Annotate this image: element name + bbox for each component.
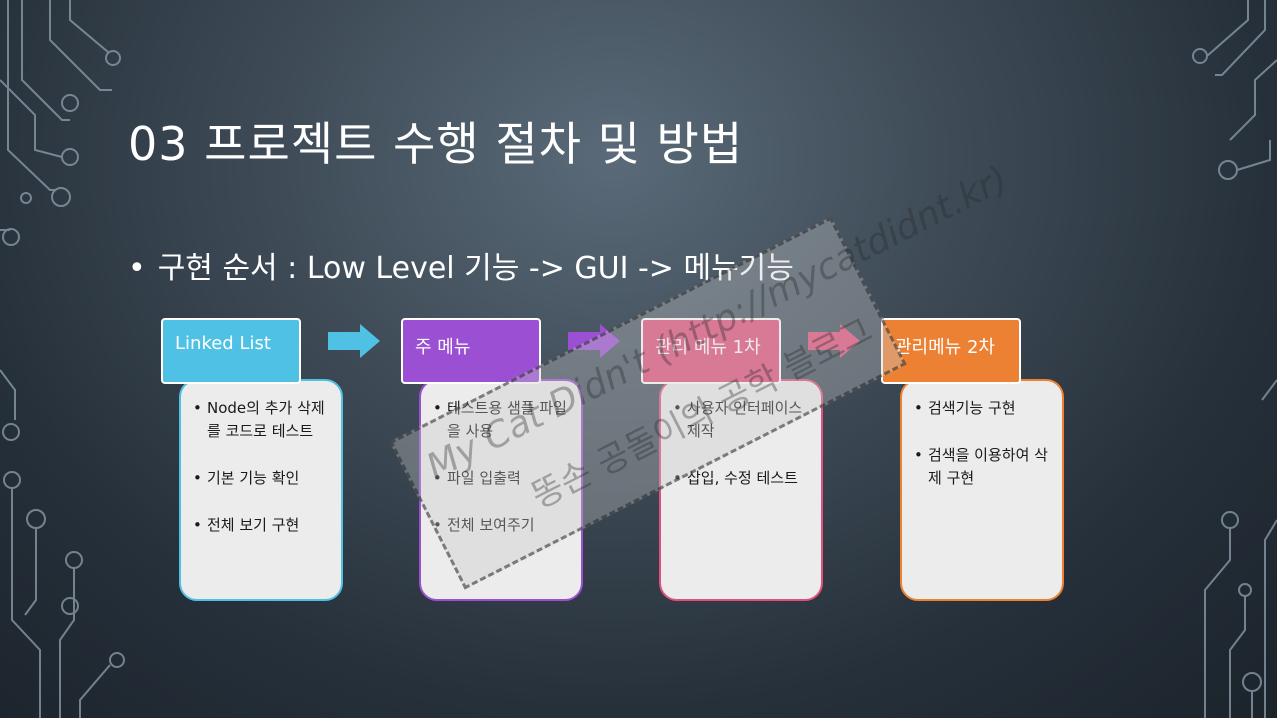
bullet-text: 구현 순서 : Low Level 기능 -> GUI -> 메뉴기능 [157,251,794,286]
step-1-header: Linked List [161,318,301,384]
step-1-detail: Node의 추가 삭제를 코드로 테스트 기본 기능 확인 전체 보기 구현 [179,379,343,601]
list-item: 검색을 이용하여 삭제 구현 [912,444,1054,490]
list-item: 기본 기능 확인 [191,467,333,490]
list-item: 검색기능 구현 [912,397,1054,420]
flow-arrow-2 [568,324,620,358]
step-4-header: 관리메뉴 2차 [881,318,1021,384]
list-item: 테스트용 샘플 파일을 사용 [431,397,573,443]
list-item: 전체 보여주기 [431,514,573,537]
list-item: 전체 보기 구현 [191,514,333,537]
step-4-detail: 검색기능 구현 검색을 이용하여 삭제 구현 [900,379,1064,601]
step-1-label: Linked List [175,333,271,354]
step-4-label: 관리메뉴 2차 [895,337,995,358]
list-item: Node의 추가 삭제를 코드로 테스트 [191,397,333,443]
step-2-label: 주 메뉴 [415,337,471,358]
list-item: 사용자 인터페이스 제작 [671,397,813,443]
bullet-marker: • [128,251,146,286]
step-2-header: 주 메뉴 [401,318,541,384]
step-3-detail: 사용자 인터페이스 제작 삽입, 수정 테스트 [659,379,823,601]
flow-arrow-1 [328,324,380,358]
list-item: 파일 입출력 [431,467,573,490]
bullet-line: • 구현 순서 : Low Level 기능 -> GUI -> 메뉴기능 [128,243,794,287]
step-3-label: 관리 메뉴 1차 [655,337,761,358]
slide-title: 03 프로젝트 수행 절차 및 방법 [128,117,744,171]
list-item: 삽입, 수정 테스트 [671,467,813,490]
step-3-header: 관리 메뉴 1차 [641,318,781,384]
flow-arrow-3 [808,324,860,358]
step-2-detail: 테스트용 샘플 파일을 사용 파일 입출력 전체 보여주기 [419,379,583,601]
